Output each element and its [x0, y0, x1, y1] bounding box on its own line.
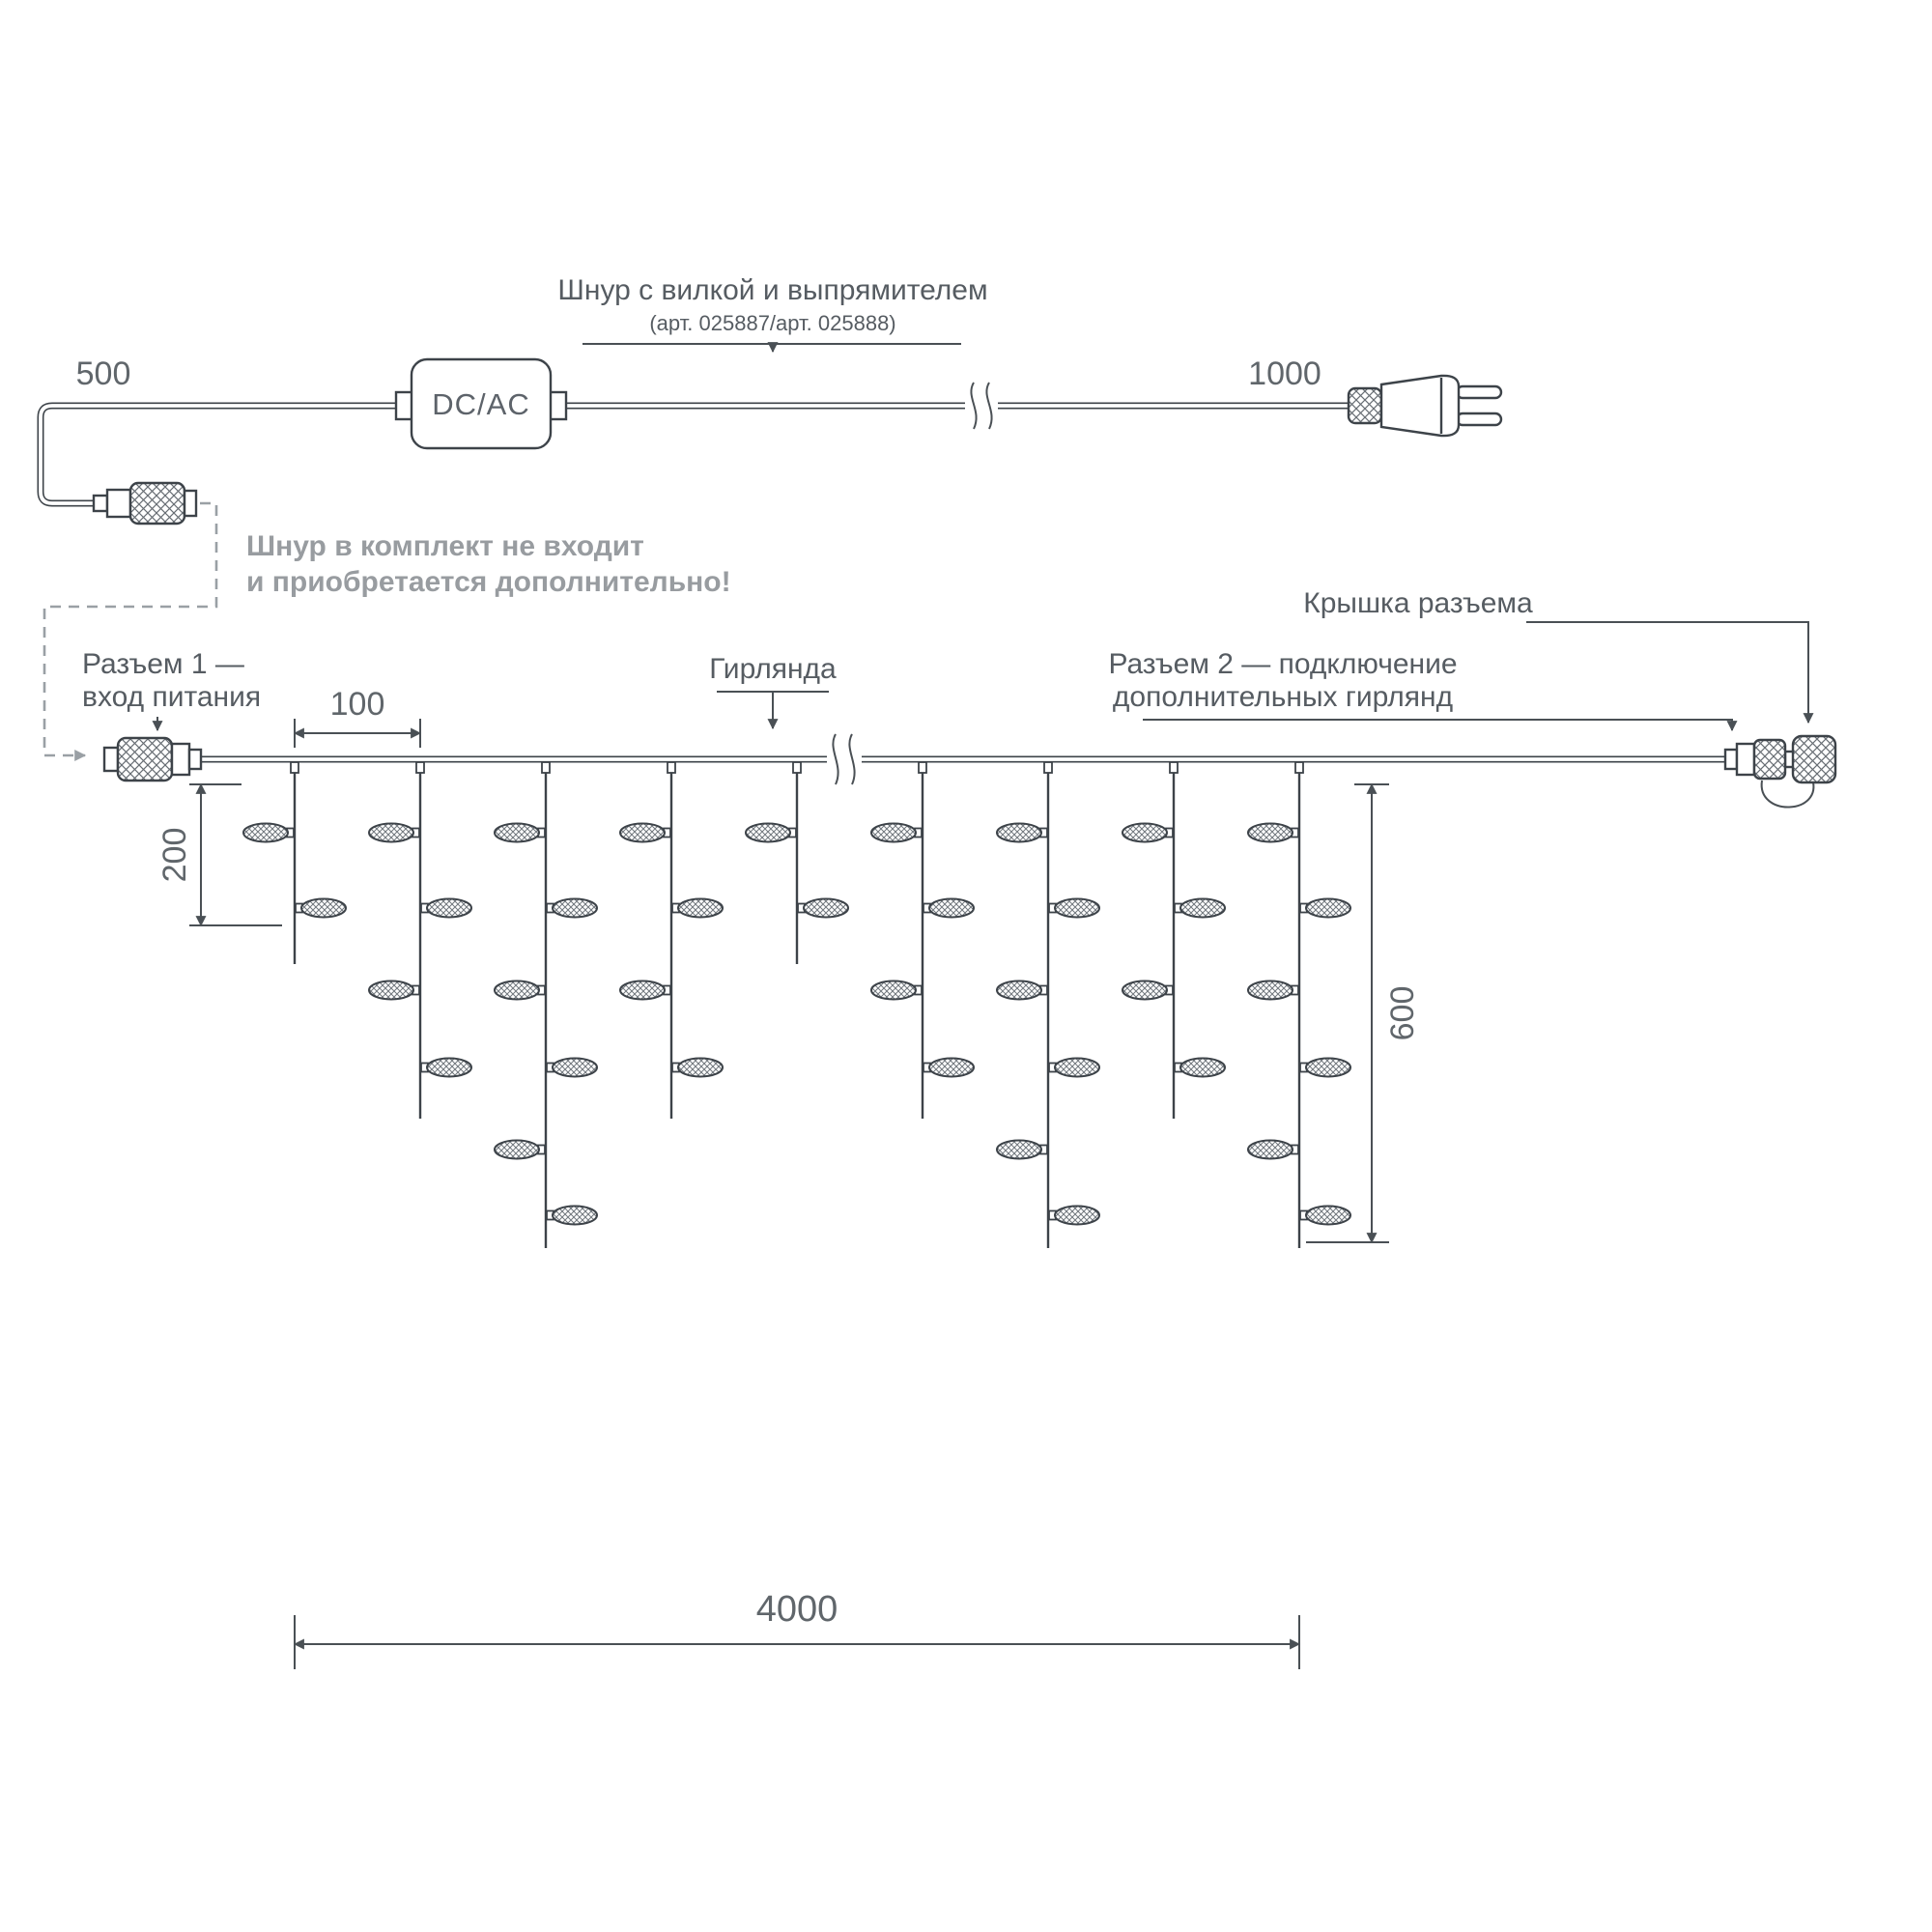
connector-cap	[1760, 734, 1837, 809]
purchase-note-line2: и приобретается дополнительно!	[246, 566, 731, 598]
led-bulb	[1179, 897, 1226, 919]
dashed-connection-path	[43, 501, 218, 761]
drop-clip	[667, 761, 676, 774]
connector2-label-line1: Разъем 2 — подключение	[1108, 648, 1457, 680]
drop-clip	[541, 761, 551, 774]
dim-100: 100	[293, 686, 422, 748]
led-bulb	[552, 1057, 598, 1078]
led-bulb	[1122, 980, 1168, 1001]
led-bulb	[803, 897, 849, 919]
led-bulb	[870, 980, 917, 1001]
wire-break-icon	[827, 730, 862, 788]
led-bulb	[677, 1057, 724, 1078]
dim-600: 600	[1306, 782, 1421, 1244]
led-bulb	[1247, 1139, 1293, 1160]
led-bulb	[996, 980, 1042, 1001]
cord-note-subtitle: (арт. 025887/арт. 025888)	[649, 311, 895, 335]
led-bulb	[242, 822, 289, 843]
drop-clip	[415, 761, 425, 774]
led-bulb	[368, 822, 414, 843]
led-bulb	[1305, 1205, 1351, 1226]
cap-label: Крышка разъема	[1303, 587, 1814, 724]
mains-plug-icon	[1347, 374, 1503, 438]
converter-label: DC/AC	[432, 387, 529, 421]
led-bulb	[1305, 1057, 1351, 1078]
drop-clip	[1294, 761, 1304, 774]
dim-4000: 4000	[293, 1589, 1301, 1669]
drop-clip	[1169, 761, 1179, 774]
garland-label: Гирлянда	[709, 653, 837, 730]
garland-drops	[242, 761, 1351, 1248]
led-bulb	[494, 980, 540, 1001]
led-bulb	[1054, 1057, 1100, 1078]
led-bulb	[619, 980, 666, 1001]
led-bulb	[928, 897, 975, 919]
cord-note-title: Шнур с вилкой и выпрямителем	[557, 274, 987, 306]
purchase-note-line1: Шнур в комплект не входит	[246, 530, 644, 562]
led-bulb	[368, 980, 414, 1001]
led-bulb	[996, 822, 1042, 843]
led-bulb	[1247, 822, 1293, 843]
cable-break-icon	[965, 379, 998, 433]
drop-clip	[290, 761, 299, 774]
led-bulb	[426, 897, 472, 919]
led-bulb	[745, 822, 791, 843]
drop-clip	[1043, 761, 1053, 774]
dc-ac-converter: DC/AC	[394, 357, 568, 450]
cap-label-text: Крышка разъема	[1303, 587, 1533, 619]
connector1-label: Разъем 1 — вход питания	[82, 648, 261, 732]
connector-1	[102, 736, 203, 782]
led-bulb	[494, 1139, 540, 1160]
led-bulb	[552, 1205, 598, 1226]
connector2-label: Разъем 2 — подключение дополнительных ги…	[1108, 648, 1738, 732]
connector2-label-line2: дополнительных гирлянд	[1113, 681, 1453, 713]
led-bulb	[1122, 822, 1168, 843]
led-bulb	[619, 822, 666, 843]
drop-clip	[918, 761, 927, 774]
purchase-note: Шнур в комплект не входит и приобретаетс…	[246, 530, 731, 598]
led-bulb	[552, 897, 598, 919]
garland-label-text: Гирлянда	[709, 653, 837, 685]
led-bulb	[677, 897, 724, 919]
dim-200-label: 200	[156, 828, 193, 883]
dim-4000-label: 4000	[756, 1589, 838, 1630]
drop-clip	[792, 761, 802, 774]
dim-500-label: 500	[76, 355, 131, 392]
dim-100-label: 100	[330, 686, 385, 723]
dim-1000-label: 1000	[1248, 355, 1321, 392]
led-bulb	[300, 897, 347, 919]
led-bulb	[1305, 897, 1351, 919]
connector1-label-line1: Разъем 1 —	[82, 648, 244, 680]
led-bulb	[494, 822, 540, 843]
dim-200: 200	[156, 782, 282, 927]
cord-connector	[92, 481, 198, 526]
connector-2	[1723, 738, 1787, 781]
led-bulb	[928, 1057, 975, 1078]
led-bulb	[870, 822, 917, 843]
cord-note: Шнур с вилкой и выпрямителем (арт. 02588…	[557, 274, 988, 354]
led-bulb	[996, 1139, 1042, 1160]
dim-600-label: 600	[1384, 986, 1421, 1041]
led-bulb	[1179, 1057, 1226, 1078]
led-bulb	[426, 1057, 472, 1078]
power-cord	[37, 379, 1349, 507]
connector1-label-line2: вход питания	[82, 681, 261, 713]
led-bulb	[1054, 897, 1100, 919]
led-bulb	[1054, 1205, 1100, 1226]
led-bulb	[1247, 980, 1293, 1001]
